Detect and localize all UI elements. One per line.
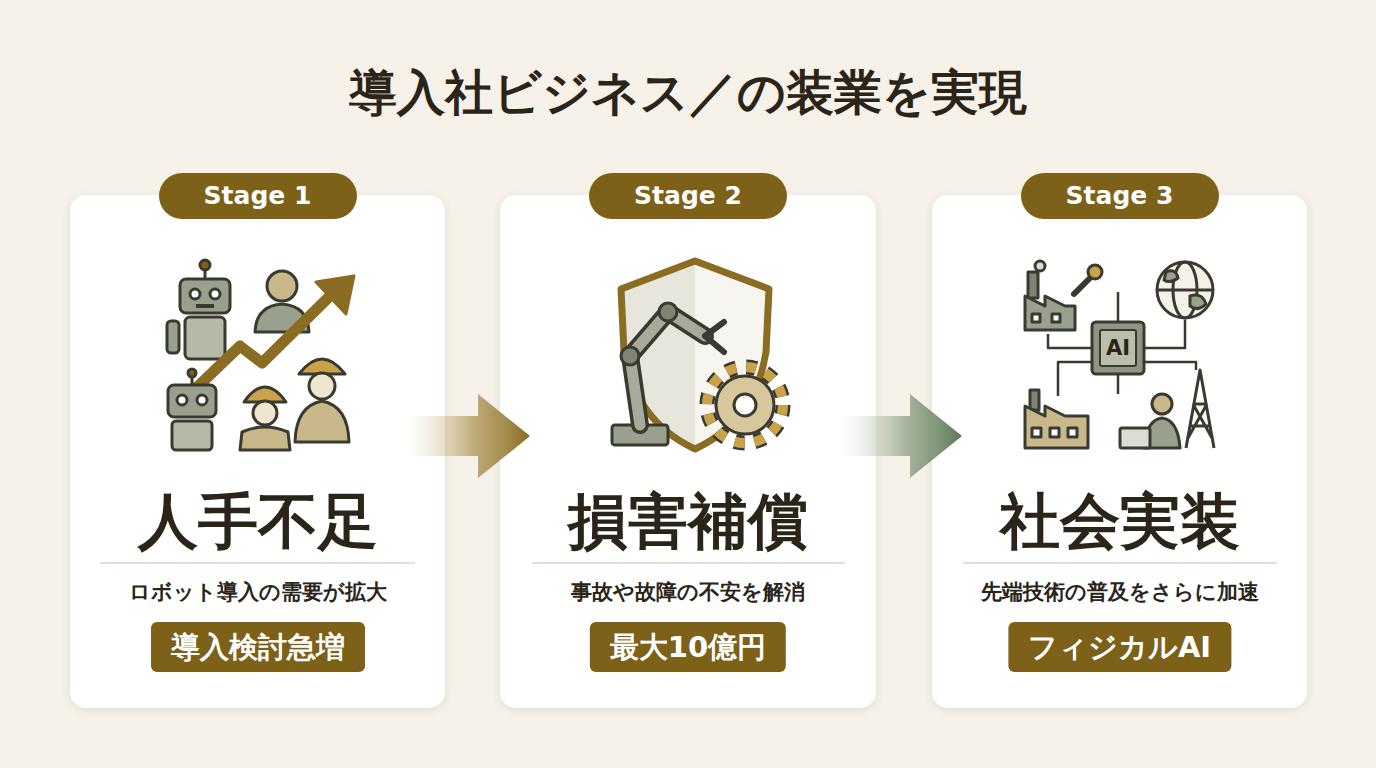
- physical-ai-illustration: [1025, 261, 1214, 448]
- physical-ai-illustration-part: [1164, 271, 1178, 282]
- physical-ai-illustration-part: [1117, 292, 1120, 322]
- insurance-illustration: [612, 261, 783, 449]
- physical-ai-illustration-part: [1074, 276, 1092, 294]
- insurance-illustration-part: [621, 261, 769, 449]
- workforce-illustration-part: [309, 373, 335, 399]
- insurance-illustration-part: [621, 347, 639, 365]
- insurance-illustration-part: [630, 312, 705, 425]
- insurance-illustration-part: [707, 367, 783, 443]
- workforce-illustration-part: [185, 317, 225, 359]
- insurance-illustration-part: [707, 367, 783, 443]
- workforce-illustration-part: [190, 294, 332, 394]
- physical-ai-illustration-part: [1157, 262, 1213, 318]
- card-divider-part: [100, 562, 415, 564]
- physical-ai-illustration-part: [1157, 289, 1213, 292]
- stage-card: Stage 2損害補償事故や故障の不安を解消最大10億円: [500, 195, 876, 708]
- stage-card: Stage 1人手不足ロボット導入の需要が拡大導入検討急増: [70, 195, 445, 708]
- workforce-illustration-part: [299, 359, 345, 374]
- workforce-illustration-part: [316, 276, 354, 314]
- stage-heading: 人手不足: [70, 485, 445, 557]
- stage-description: 事故や故障の不安を解消: [500, 577, 876, 607]
- stage-tag: 導入検討急増: [151, 622, 365, 672]
- workforce-illustration-part: [200, 260, 210, 270]
- physical-ai-illustration-part: [1025, 406, 1088, 448]
- card-divider-part: [963, 562, 1277, 564]
- physical-ai-illustration-part: [1186, 370, 1214, 448]
- physical-ai-illustration-part: [1117, 374, 1120, 394]
- workforce-illustration-part: [210, 289, 220, 299]
- physical-ai-illustration-part: [1152, 394, 1172, 414]
- physical-ai-illustration-part: [1120, 428, 1150, 448]
- physical-ai-illustration-part: [1088, 265, 1102, 279]
- workforce-illustration-part: [240, 427, 290, 450]
- insurance-illustration-part: [695, 265, 768, 445]
- workforce-illustration: [167, 260, 354, 450]
- workforce-illustration-part: [191, 375, 194, 385]
- physical-ai-illustration-part: [1032, 428, 1041, 437]
- workforce-illustration-part: [172, 421, 212, 450]
- insurance-illustration-part: [612, 425, 668, 445]
- physical-ai-illustration-part: [1050, 428, 1059, 437]
- tag-text: フィジカルAI: [1028, 622, 1211, 672]
- workforce-illustration-part: [244, 387, 286, 402]
- physical-ai-illustration-part: [1035, 261, 1045, 271]
- physical-ai-illustration-part: [1068, 428, 1077, 437]
- workforce-illustration-part: [267, 271, 297, 301]
- insurance-illustration-part: [716, 376, 774, 434]
- insurance-illustration-part: [734, 394, 756, 416]
- physical-ai-illustration-part: [1173, 262, 1197, 318]
- physical-ai-illustration-part: [1144, 418, 1180, 448]
- stage-badge: Stage 2: [589, 173, 787, 219]
- stage-heading: 社会実装: [932, 485, 1307, 557]
- workforce-illustration-part: [167, 321, 179, 353]
- stage-description: ロボット導入の需要が拡大: [70, 577, 445, 607]
- stage-badge: Stage 3: [1021, 173, 1219, 219]
- stage-card: Stage 3社会実装先端技術の普及をさらに加速フィジカルAI: [932, 195, 1307, 708]
- workforce-illustration-part: [168, 385, 216, 417]
- card-divider-part: [532, 562, 845, 564]
- physical-ai-illustration-part: [1144, 320, 1185, 348]
- insurance-illustration-part: [630, 312, 705, 425]
- tag-text: 導入検討急増: [171, 622, 345, 672]
- workforce-illustration-part: [196, 304, 214, 308]
- stage-tag: 最大10億円: [590, 622, 786, 672]
- insurance-illustration-part: [705, 322, 724, 352]
- card-divider: [100, 562, 1277, 564]
- stage-heading: 損害補償: [500, 485, 876, 557]
- physical-ai-illustration-part: [1092, 322, 1144, 374]
- diagram-title: 導入社ビジネス／の装業を実現: [0, 60, 1376, 124]
- physical-ai-illustration-part: [1144, 362, 1196, 370]
- stage-description: 先端技術の普及をさらに加速: [932, 577, 1307, 607]
- workforce-illustration-part: [204, 268, 207, 279]
- physical-ai-illustration-part: [1058, 362, 1092, 396]
- physical-ai-illustration-part: [1048, 334, 1092, 348]
- flow-arrow: [836, 394, 962, 478]
- workforce-illustration-part: [177, 395, 187, 405]
- physical-ai-illustration-part: [1030, 390, 1039, 410]
- flow-arrow: [405, 394, 530, 478]
- stage-badge: Stage 1: [159, 173, 357, 219]
- physical-ai-illustration-part: [1028, 272, 1038, 298]
- insurance-illustration-part: [659, 303, 677, 321]
- stage-tag: フィジカルAI: [1008, 622, 1231, 672]
- tag-text: 最大10億円: [610, 622, 766, 672]
- physical-ai-illustration-part: [1052, 314, 1060, 322]
- workforce-illustration-part: [255, 304, 309, 332]
- workforce-illustration-part: [188, 369, 196, 377]
- workforce-illustration-part: [197, 395, 207, 405]
- workforce-illustration-part: [253, 401, 277, 425]
- physical-ai-illustration-part: [1190, 295, 1206, 309]
- physical-ai-illustration-part: [1100, 330, 1136, 366]
- workforce-illustration-part: [295, 401, 349, 442]
- insurance-illustration-part: [622, 265, 695, 445]
- physical-ai-illustration-part: [1032, 314, 1040, 322]
- workforce-illustration-part: [190, 289, 200, 299]
- workforce-illustration-part: [180, 279, 230, 313]
- physical-ai-illustration-part: [1025, 296, 1075, 330]
